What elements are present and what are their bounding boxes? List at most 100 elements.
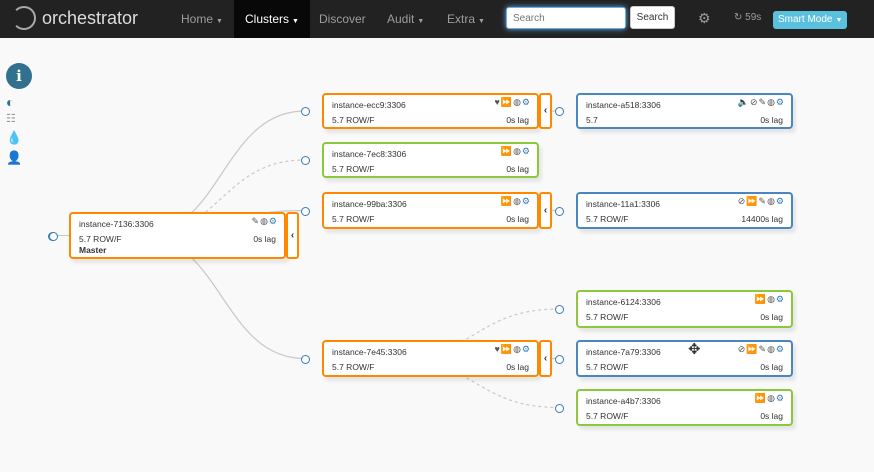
collapse-children-button[interactable]: ‹ — [539, 340, 552, 377]
globe-icon[interactable]: ◍ — [513, 146, 522, 156]
globe-icon[interactable]: ◍ — [513, 196, 522, 206]
instance-version: 5.7 ROW/F — [332, 214, 375, 224]
forward-icon[interactable]: ⏩ — [500, 196, 514, 206]
ban-icon[interactable]: ⊘ — [737, 344, 747, 354]
pencil-icon[interactable]: ✎ — [251, 216, 261, 226]
caret-down-icon: ▼ — [417, 18, 425, 25]
instance-version: 5.7 — [586, 115, 598, 125]
instance-lag: 0s lag — [253, 234, 276, 244]
instance-version: 5.7 ROW/F — [332, 115, 375, 125]
nav-home[interactable]: Home▼ — [170, 0, 234, 38]
globe-icon[interactable]: ◍ — [767, 393, 776, 403]
node-drag-handle[interactable] — [555, 403, 564, 413]
mute-icon[interactable]: 🔈 — [737, 97, 750, 107]
gear-icon[interactable]: ⚙ — [521, 196, 531, 206]
node-drag-handle[interactable] — [555, 354, 564, 364]
node-drag-handle[interactable] — [555, 206, 564, 216]
search-button[interactable]: Search — [630, 6, 675, 29]
instance-name: instance-7136:3306 — [79, 219, 154, 229]
collapse-children-button[interactable]: ‹ — [286, 212, 299, 259]
nav-discover[interactable]: Discover — [308, 0, 377, 38]
forward-icon[interactable]: ⏩ — [500, 344, 514, 354]
heart-icon[interactable]: ♥ — [494, 344, 501, 354]
columns-icon[interactable]: ☷ — [6, 113, 16, 125]
refresh-icon: ↻ — [734, 12, 743, 23]
forward-icon[interactable]: ⏩ — [500, 97, 514, 107]
gear-icon[interactable]: ⚙ — [775, 294, 785, 304]
settings-gear-icon[interactable]: ⚙ — [698, 10, 711, 26]
instance-version: 5.7 ROW/F — [586, 411, 629, 421]
brand-logo[interactable]: orchestrator — [12, 6, 138, 30]
nav-extra[interactable]: Extra▼ — [436, 0, 496, 38]
globe-icon[interactable]: ◍ — [767, 97, 776, 107]
instance-name: instance-ecc9:3306 — [332, 100, 406, 110]
node-icons: ⏩◍⚙ — [755, 294, 785, 305]
master-drag-handle[interactable] — [49, 231, 58, 241]
globe-icon[interactable]: ◍ — [767, 294, 776, 304]
globe-icon[interactable]: ◍ — [513, 97, 522, 107]
gear-icon[interactable]: ⚙ — [775, 393, 785, 403]
instance-version: 5.7 ROW/F — [332, 164, 375, 174]
instance-lag: 14400s lag — [741, 214, 783, 224]
node-drag-handle[interactable] — [301, 156, 310, 165]
gear-icon[interactable]: ⚙ — [775, 196, 785, 206]
forward-icon[interactable]: ⏩ — [754, 294, 768, 304]
node-drag-handle[interactable] — [301, 107, 310, 116]
instance-lag: 0s lag — [760, 115, 783, 125]
pencil-icon[interactable]: ✎ — [758, 196, 768, 206]
instance-name: instance-7a79:3306 — [586, 347, 661, 357]
gear-icon[interactable]: ⚙ — [521, 97, 531, 107]
heart-icon[interactable]: ♥ — [494, 97, 501, 107]
nav-clusters[interactable]: Clusters▼ — [234, 0, 310, 38]
gear-icon[interactable]: ⚙ — [775, 97, 785, 107]
info-icon[interactable]: i — [6, 63, 32, 89]
forward-icon[interactable]: ⏩ — [754, 393, 768, 403]
node-drag-handle[interactable] — [301, 206, 310, 216]
nav-audit[interactable]: Audit▼ — [376, 0, 435, 38]
node-drag-handle[interactable] — [301, 354, 310, 364]
globe-icon[interactable]: ◍ — [260, 216, 269, 226]
search-input[interactable] — [506, 7, 626, 29]
instance-version: 5.7 ROW/F — [79, 234, 122, 244]
gear-icon[interactable]: ⚙ — [775, 344, 785, 354]
brand-name: orchestrator — [42, 7, 139, 28]
collapse-children-button[interactable]: ‹ — [539, 93, 552, 129]
pencil-icon[interactable]: ✎ — [758, 344, 768, 354]
instance-name: instance-6124:3306 — [586, 297, 661, 307]
gear-icon[interactable]: ⚙ — [268, 216, 278, 226]
tint-icon[interactable]: 💧 — [6, 130, 23, 145]
forward-icon[interactable]: ⏩ — [746, 344, 759, 354]
pencil-icon[interactable]: ✎ — [758, 97, 768, 107]
contrast-icon[interactable]: ◐ — [6, 94, 15, 110]
ban-icon[interactable]: ⊘ — [737, 196, 747, 206]
nav-label: Clusters — [245, 12, 290, 26]
node-drag-handle[interactable] — [555, 305, 564, 314]
node-drag-handle[interactable] — [555, 107, 564, 116]
globe-icon[interactable]: ◍ — [767, 344, 776, 354]
smart-mode-dropdown[interactable]: Smart Mode▼ — [773, 11, 848, 29]
globe-icon[interactable]: ◍ — [513, 344, 522, 354]
ban-icon[interactable]: ⊘ — [749, 97, 759, 107]
smart-mode-label: Smart Mode — [778, 14, 833, 25]
node-icons: ♥⏩◍⚙ — [495, 344, 532, 355]
user-icon[interactable]: 👤 — [6, 150, 23, 165]
refresh-timer[interactable]: ↻ 59s — [734, 12, 761, 23]
forward-icon[interactable]: ⏩ — [500, 146, 514, 156]
globe-icon[interactable]: ◍ — [767, 196, 776, 206]
gear-icon[interactable]: ⚙ — [521, 146, 531, 156]
collapse-children-button[interactable]: ‹ — [539, 192, 552, 229]
forward-icon[interactable]: ⏩ — [746, 196, 759, 206]
gear-icon[interactable]: ⚙ — [521, 344, 531, 354]
instance-lag: 0s lag — [506, 164, 529, 174]
